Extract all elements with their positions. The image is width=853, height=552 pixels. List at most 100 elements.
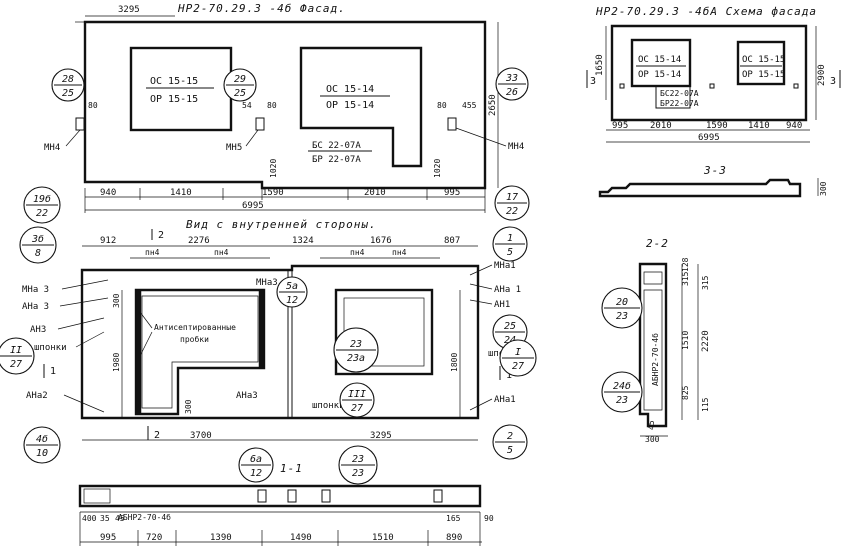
callout-bottom: 27 bbox=[512, 361, 524, 372]
callout-top: 19б bbox=[33, 193, 51, 205]
callout-top: 3б bbox=[31, 233, 44, 245]
inner-dim-1800: 1800 bbox=[450, 353, 459, 372]
section-3-3: 3-3 300 bbox=[598, 164, 828, 198]
facade-dim-1410: 1410 bbox=[170, 188, 192, 198]
inner-title: Вид с внутренней стороны. bbox=[186, 218, 377, 231]
scheme-window-2 bbox=[736, 40, 786, 86]
scheme-window-1-top: ОС 15-14 bbox=[638, 55, 681, 65]
callout-bottom: 23а bbox=[347, 353, 365, 364]
scheme-window-2-top: ОС 15-15 bbox=[742, 55, 785, 65]
scheme-view: НР2-70.29.3 -4бА Схема фасада ОС 15-14 О… bbox=[586, 5, 841, 143]
inner-dim-1980: 1980 bbox=[112, 353, 121, 372]
inner-sec1-left: 1 bbox=[50, 366, 56, 377]
section-1-1-dim-400: 400 bbox=[82, 514, 97, 523]
facade-dim-80-left: 80 bbox=[88, 101, 98, 110]
callout-top: II bbox=[10, 345, 22, 356]
scheme-dim-995: 995 bbox=[612, 121, 628, 131]
section-1-1-dim-890: 890 bbox=[446, 533, 462, 543]
section-2-2: 2-2 АБНР2-70-4б 128 315 315 1510 825 115… bbox=[638, 237, 711, 444]
callout-top: 23 bbox=[350, 339, 362, 350]
inner-label-shponki-left: шпонки bbox=[34, 343, 67, 353]
callout-bottom: 25 bbox=[62, 88, 74, 99]
callout-top: 28 bbox=[62, 74, 74, 85]
scheme-sec3-left: 3 bbox=[590, 76, 596, 87]
callout-top: 5а bbox=[286, 281, 298, 292]
scheme-outline bbox=[610, 24, 808, 122]
callout-bottom: 26 bbox=[506, 87, 518, 98]
facade-window-2-top: ОС 15-14 bbox=[326, 84, 374, 95]
section-1-1: 1-1 АБНР2-70-4б 400 35 45 165 90 995 720… bbox=[78, 462, 494, 546]
section-2-2-profile bbox=[638, 262, 668, 428]
scheme-dim-6995: 6995 bbox=[698, 133, 720, 143]
callout-top: I bbox=[515, 347, 521, 358]
facade-window-door bbox=[299, 46, 423, 168]
callout-bottom: 22 bbox=[506, 206, 518, 217]
inner-dim-1676: 1676 bbox=[370, 236, 392, 246]
section-2-2-dim-300: 300 bbox=[645, 435, 660, 444]
scheme-window-1-bottom: ОР 15-14 bbox=[638, 70, 681, 80]
scheme-dim-940: 940 bbox=[786, 121, 802, 131]
facade-window-2-bottom: ОР 15-14 bbox=[326, 100, 374, 111]
callout-top: 29 bbox=[234, 74, 246, 85]
facade-dim-940: 940 bbox=[100, 188, 116, 198]
section-2-2-dim-128: 128 bbox=[681, 257, 690, 272]
callout-bottom: 22 bbox=[36, 208, 48, 219]
inner-dim-1324: 1324 bbox=[292, 236, 314, 246]
inner-dim-300-bottom: 300 bbox=[184, 399, 193, 414]
facade-dim-1590: 1590 bbox=[262, 188, 284, 198]
inner-label-ana3: АНа 3 bbox=[22, 302, 49, 312]
facade-door-top: БС 22-07А bbox=[312, 141, 361, 151]
inner-label-mna3: МНа 3 bbox=[22, 285, 49, 295]
section-2-2-dim-115: 115 bbox=[701, 397, 710, 412]
section-1-1-dim-45: 45 bbox=[115, 514, 125, 523]
callout-group: 28252925332619б2217223б8155а1225242323аI… bbox=[0, 67, 643, 485]
section-1-1-dim-165: 165 bbox=[446, 514, 461, 523]
section-2-2-dim-315b: 315 bbox=[701, 275, 710, 290]
inner-dim-300-top: 300 bbox=[112, 293, 121, 308]
callout-top: 23 bbox=[352, 454, 364, 465]
facade-dim-1020-mid: 1020 bbox=[269, 159, 278, 178]
callout-bottom: 5 bbox=[507, 445, 513, 456]
section-3-3-profile bbox=[598, 178, 802, 198]
scheme-door-top: БС22-07А bbox=[660, 89, 699, 98]
callout-top: 6а bbox=[250, 454, 262, 465]
callout-top: 2 bbox=[507, 431, 513, 442]
inner-label-ana3-mid: АНа3 bbox=[236, 391, 258, 401]
inner-pn4-2: пн4 bbox=[214, 248, 229, 257]
facade-title: НР2-70.29.3 -4б Фасад. bbox=[177, 2, 346, 15]
facade-dim-2010: 2010 bbox=[364, 188, 386, 198]
callout-top: 17 bbox=[506, 192, 518, 203]
section-1-1-mark: АБНР2-70-4б bbox=[118, 512, 171, 522]
inner-label-ana2: АНа2 bbox=[26, 391, 48, 401]
facade-dim-455: 455 bbox=[462, 101, 477, 110]
inner-sec2-bottom: 2 bbox=[154, 430, 160, 441]
facade-window-1-top: ОС 15-15 bbox=[150, 76, 198, 87]
inner-window-2 bbox=[334, 288, 434, 376]
facade-dim-995: 995 bbox=[444, 188, 460, 198]
callout-top: 33 bbox=[505, 73, 518, 84]
facade-door-bottom: БР 22-07А bbox=[312, 155, 361, 165]
inner-dim-2276: 2276 bbox=[188, 236, 210, 246]
callout-bottom: 12 bbox=[250, 468, 262, 479]
facade-window-1-bottom: ОР 15-15 bbox=[150, 94, 198, 105]
inner-dim-3700: 3700 bbox=[190, 431, 212, 441]
inner-pn4-3: пн4 bbox=[350, 248, 365, 257]
inner-label-mna1: МНа1 bbox=[494, 261, 516, 271]
inner-view: Вид с внутренней стороны. 912 2276 1324 … bbox=[22, 218, 521, 441]
facade-label-mn4-right: МН4 bbox=[508, 142, 524, 152]
callout-top: 24б bbox=[613, 380, 631, 392]
callout-bottom: 23 bbox=[616, 395, 628, 406]
section-3-3-title: 3-3 bbox=[703, 164, 727, 177]
inner-label-an1: АН1 bbox=[494, 300, 510, 310]
inner-label-ana1-top: АНа 1 bbox=[494, 285, 521, 295]
scheme-dim-1410: 1410 bbox=[748, 121, 770, 131]
callout-bottom: 5 bbox=[507, 247, 513, 258]
scheme-sec3-right: 3 bbox=[830, 76, 836, 87]
facade-dim-80-right: 80 bbox=[437, 101, 447, 110]
section-2-2-dim-1510: 1510 bbox=[681, 331, 690, 350]
callout-bottom: 10 bbox=[36, 448, 48, 459]
section-2-2-dim-825: 825 bbox=[681, 385, 690, 400]
section-1-1-dim-35: 35 bbox=[100, 514, 110, 523]
facade-dim-2650: 2650 bbox=[488, 94, 498, 116]
